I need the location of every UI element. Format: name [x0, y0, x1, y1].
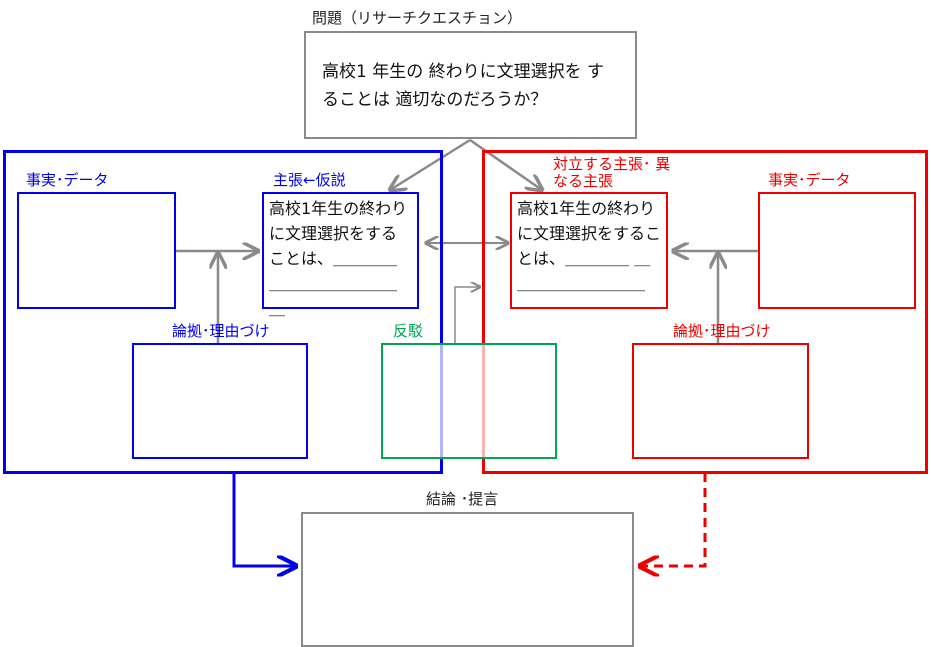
question-text: 高校1 年生の 終わりに文理選択を することは 適切なのだろうか？	[322, 62, 605, 110]
counter-claim-box: 高校1年生の終わりに文理選択をすることは、＿＿＿＿ ＿＿＿＿＿＿＿＿＿	[510, 192, 668, 309]
claim-box: 高校1年生の終わりに文理選択をすることは、＿＿＿＿ ＿＿＿＿＿＿＿＿＿	[262, 192, 419, 318]
counter-claim-text: 高校1年生の終わりに文理選択をすることは、＿＿＿＿ ＿＿＿＿＿＿＿＿＿	[517, 199, 662, 293]
claim-group-frame	[3, 150, 443, 474]
conclusion-box	[301, 512, 634, 647]
left-reasoning-label: 論拠･理由づけ	[172, 322, 270, 340]
left-facts-box	[17, 192, 176, 309]
left-facts-label: 事実･データ	[26, 171, 109, 189]
claim-text: 高校1年生の終わりに文理選択をすることは、＿＿＿＿ ＿＿＿＿＿＿＿＿＿	[269, 199, 408, 318]
claim-label: 主張←仮説	[273, 171, 346, 189]
right-reasoning-label: 論拠･理由づけ	[673, 322, 771, 340]
question-label: 問題（リサーチクエスチョン）	[312, 9, 523, 27]
right-reasoning-box	[632, 343, 809, 459]
rebuttal-arrow	[454, 287, 480, 343]
question-to-claim-arrow	[390, 138, 471, 190]
question-to-counter-claim-arrow	[469, 138, 542, 190]
rebuttal-box	[381, 343, 557, 459]
counter-claim-label: 対立する主張･ 異なる主張	[553, 155, 671, 190]
left-to-conclusion-arrow	[232, 473, 296, 566]
right-to-conclusion-arrow	[640, 473, 707, 566]
counter-claim-group-frame	[482, 150, 928, 474]
question-box: 高校1 年生の 終わりに文理選択を することは 適切なのだろうか？	[304, 31, 637, 139]
right-facts-box	[758, 192, 916, 309]
conclusion-label: 結論 ･提言	[426, 490, 499, 508]
right-facts-label: 事実･データ	[768, 171, 851, 189]
left-reasoning-box	[132, 343, 308, 459]
rebuttal-label: 反駁	[393, 322, 424, 340]
